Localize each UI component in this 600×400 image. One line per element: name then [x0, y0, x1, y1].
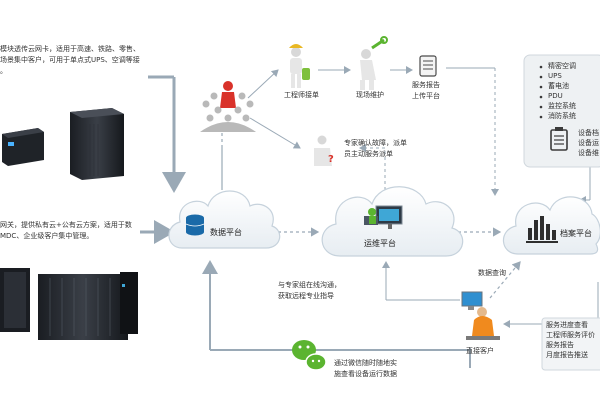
- workstation-icon: [364, 205, 403, 229]
- systems-list-item: 蓄电池: [548, 82, 569, 90]
- service-list-item: 服务报告: [546, 341, 574, 349]
- hub-label-ops: 运维平台: [364, 239, 396, 248]
- equipment-list: 设备档 设备运 设备维: [578, 128, 599, 158]
- systems-list-item: PDU: [548, 92, 563, 100]
- database-icon: [185, 214, 205, 236]
- service-list-item: 月度报告推送: [546, 351, 588, 359]
- services-box: [541, 317, 600, 371]
- service-list-item: 工程师服务评价: [546, 331, 595, 339]
- description-mid: 网关，提供私有云+公有云方案，适用于数 MDC、企业级客户集中管理。: [0, 220, 140, 242]
- description-top-line-3: 。: [0, 67, 7, 75]
- cabinet-device-image: [70, 108, 124, 180]
- customer-figure: [461, 291, 500, 340]
- description-top-line-1: 模块透传云网卡，适用于高速、铁路、零售、: [0, 45, 140, 53]
- report-document-icon: [419, 55, 437, 77]
- expert-note: 专家确认故障，派单 员主动服务派单: [344, 138, 407, 160]
- description-mid-line-2: MDC、企业级客户集中管理。: [0, 232, 94, 240]
- systems-list-item: UPS: [548, 72, 562, 80]
- cloud-data-platform: [168, 190, 281, 249]
- ups-device-image: [2, 128, 44, 166]
- hub-label-data: 数据平台: [210, 228, 242, 237]
- systems-list-item: 消防系统: [548, 112, 576, 120]
- wechat-note-line-1: 通过微信随时随地实: [334, 359, 397, 367]
- report-label-line-2: 上传平台: [412, 92, 440, 100]
- remote-note: 与专家组在线沟通， 获取远程专业指导: [278, 280, 341, 302]
- wechat-note: 通过微信随时随地实 施查看设备运行数据: [334, 358, 397, 380]
- datacenter-racks-image: [0, 268, 138, 340]
- expert-note-line-2: 员主动服务派单: [344, 150, 393, 158]
- systems-list: 精密空调 UPS 蓄电池 PDU 监控系统 消防系统: [548, 61, 576, 121]
- systems-list-item: 监控系统: [548, 102, 576, 110]
- repair-figure: [360, 36, 388, 90]
- service-list-item: 服务进度查看: [546, 321, 588, 329]
- engineer-label: 工程师接单: [284, 91, 319, 99]
- data-query-label: 数据查询: [478, 269, 506, 277]
- hub-label-archive: 档案平台: [560, 229, 592, 238]
- systems-list-item: 精密空调: [548, 62, 576, 70]
- alarm-people-icon: [200, 81, 256, 132]
- expert-figure: ?: [314, 135, 334, 166]
- direct-customer-label: 直接客户: [466, 347, 494, 355]
- service-list: 服务进度查看 工程师服务评价 服务报告 月度报告推送: [546, 320, 595, 360]
- report-label-line-1: 服务报告: [412, 81, 440, 89]
- svg-text:?: ?: [328, 154, 334, 165]
- description-top: 模块透传云网卡，适用于高速、铁路、零售、 场景集中客户，可用于单点式UPS、空调…: [0, 44, 148, 77]
- description-top-line-2: 场景集中客户，可用于单点式UPS、空调等接: [0, 56, 140, 64]
- wechat-note-line-2: 施查看设备运行数据: [334, 370, 397, 378]
- archive-bars-icon: [526, 216, 558, 243]
- engineer-figure: [289, 44, 310, 88]
- left-arrow-lines: [140, 75, 186, 244]
- equipment-list-item: 设备档: [578, 129, 599, 137]
- description-mid-line-1: 网关，提供私有云+公有云方案，适用于数: [0, 221, 132, 229]
- remote-note-line-1: 与专家组在线沟通，: [278, 281, 341, 289]
- equipment-list-item: 设备运: [578, 139, 599, 147]
- cloud-archive-platform: [502, 196, 600, 255]
- systems-list-box: [523, 54, 600, 168]
- equipment-list-item: 设备维: [578, 149, 599, 157]
- expert-note-line-1: 专家确认故障，派单: [344, 139, 407, 147]
- remote-note-line-2: 获取远程专业指导: [278, 292, 334, 300]
- onsite-label: 现场维护: [356, 91, 384, 99]
- wechat-icon: [292, 340, 327, 371]
- report-upload-label: 服务报告 上传平台: [412, 80, 440, 102]
